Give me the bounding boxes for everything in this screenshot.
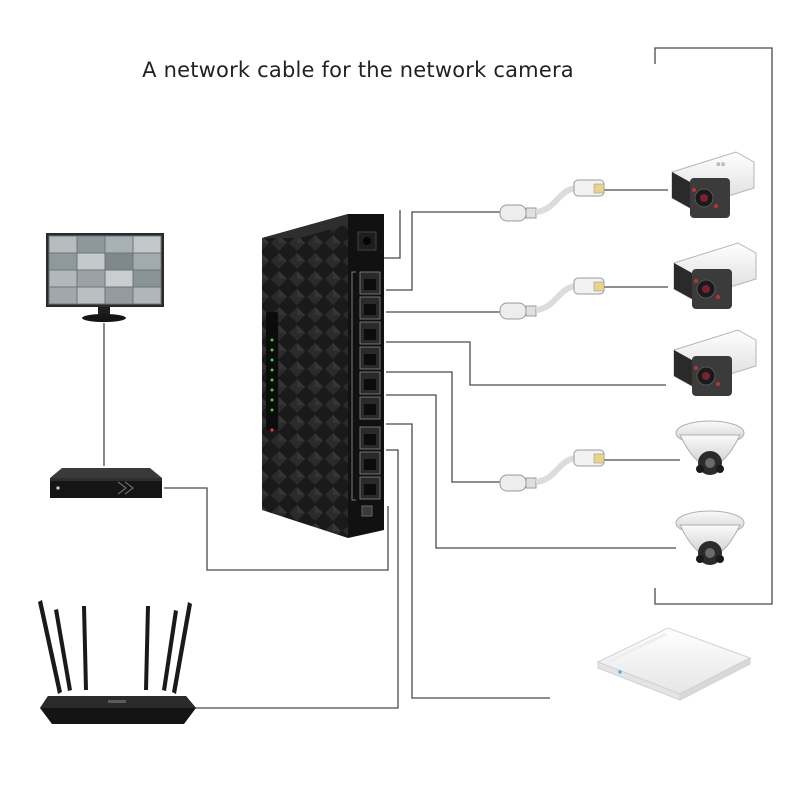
bullet-camera-icon	[673, 329, 757, 396]
nvr-recorder-icon	[50, 468, 162, 498]
monitor-icon	[46, 233, 164, 322]
poe-splitter-icon	[499, 449, 605, 492]
router-to-switch	[193, 449, 399, 709]
diagram-title: A network cable for the network camera	[142, 58, 574, 82]
monitor-screen-grid	[48, 235, 162, 305]
port5-to-dome2	[386, 394, 676, 549]
port6-to-access-point	[386, 423, 550, 699]
poe-splitter-icon	[499, 277, 605, 320]
port4-to-splitter3	[386, 371, 500, 483]
port1-to-splitter1	[386, 211, 500, 291]
power-line	[384, 210, 401, 259]
dome-camera-icon	[675, 420, 745, 475]
port3-to-camera3	[386, 341, 666, 386]
connection-lines	[103, 47, 773, 709]
ceiling-access-point-icon	[596, 627, 752, 701]
poe-splitter-icon	[499, 179, 605, 222]
nvr-to-switch	[164, 487, 389, 571]
status-leds	[270, 338, 274, 432]
bullet-camera-icon: ▪▪	[671, 151, 755, 218]
port-contacts	[364, 279, 376, 495]
svg-text:▪▪: ▪▪	[716, 160, 726, 168]
bullet-camera-icon	[673, 242, 757, 309]
dome-camera-icon	[675, 510, 745, 565]
wifi-router-icon	[38, 600, 196, 724]
dip-switch	[361, 505, 373, 517]
camera-group-bracket	[654, 47, 773, 605]
network-switch-icon	[262, 214, 384, 538]
